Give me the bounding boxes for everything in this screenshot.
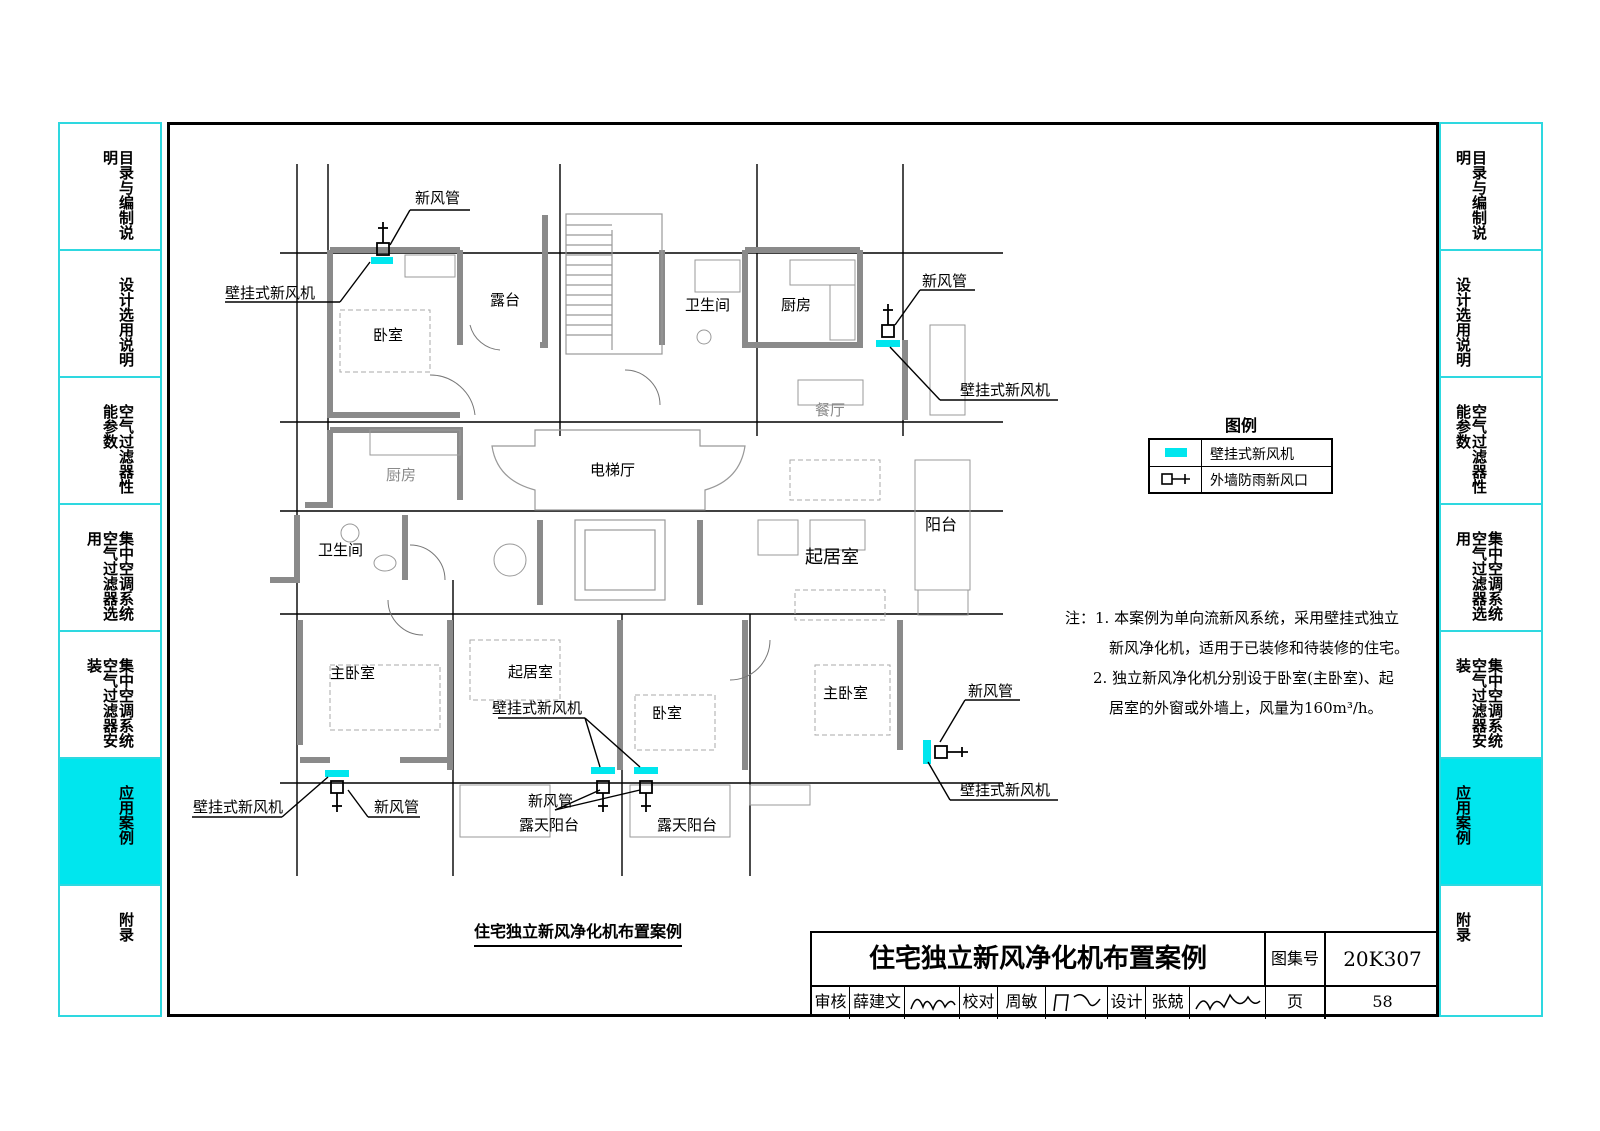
atlas-number: 20K307 xyxy=(1326,933,1439,987)
callout-labels: 新风管 壁挂式新风机 新风管 壁挂式新风机 壁挂式新风机 新风管 壁挂式新风机 … xyxy=(193,189,1050,816)
tab-filter-selection[interactable]: 集中空调系统空气过滤器选用 xyxy=(60,505,160,632)
tab-appendix[interactable]: 附录 xyxy=(1441,886,1541,1015)
room-label: 露台 xyxy=(490,291,520,309)
tab-label: 设计选用说明 xyxy=(1454,277,1472,367)
wall-unit-label: 壁挂式新风机 xyxy=(225,284,315,302)
fresh-air-pipe-label: 新风管 xyxy=(528,792,573,810)
tab-application-cases[interactable]: 应用案例 xyxy=(60,759,160,886)
room-label: 卧室 xyxy=(652,704,682,722)
door-swings xyxy=(387,324,771,681)
tab-contents[interactable]: 目录与编制说明 xyxy=(60,124,160,251)
tab-filter-install[interactable]: 集中空调系统空气过滤器安装 xyxy=(1441,632,1541,759)
legend-row: 壁挂式新风机 xyxy=(1150,440,1331,467)
room-label: 露天阳台 xyxy=(519,816,579,834)
review-label: 审核 xyxy=(812,987,850,1019)
room-label: 起居室 xyxy=(805,547,859,568)
fixtures xyxy=(340,254,971,838)
wall-unit-symbol xyxy=(1150,440,1202,466)
wall-unit-label: 壁挂式新风机 xyxy=(193,798,283,816)
drawing-frame xyxy=(167,122,1439,1017)
tab-filter-params[interactable]: 空气过滤器性能参数 xyxy=(1441,378,1541,505)
stair-core xyxy=(491,213,746,601)
right-tab-column: 目录与编制说明 设计选用说明 空气过滤器性能参数 集中空调系统空气过滤器选用 集… xyxy=(1439,122,1543,1017)
wall-fan-units xyxy=(325,257,931,777)
fresh-air-pipe-label: 新风管 xyxy=(922,272,967,290)
left-tab-column: 目录与编制说明 设计选用说明 空气过滤器性能参数 集中空调系统空气过滤器选用 集… xyxy=(58,122,162,1017)
tab-label: 附录 xyxy=(117,912,135,942)
room-label: 起居室 xyxy=(508,663,553,681)
tab-label: 集中空调系统空气过滤器安装 xyxy=(1454,658,1504,748)
legend-title: 图例 xyxy=(1225,416,1258,435)
room-label: 主卧室 xyxy=(330,664,375,682)
tab-label: 目录与编制说明 xyxy=(101,150,135,240)
legend-label: 外墙防雨新风口 xyxy=(1210,473,1308,489)
fresh-air-pipe-label: 新风管 xyxy=(374,798,419,816)
tab-label: 空气过滤器性能参数 xyxy=(1454,404,1488,494)
page-number: 58 xyxy=(1372,992,1393,1011)
tab-contents[interactable]: 目录与编制说明 xyxy=(1441,124,1541,251)
tab-label: 应用案例 xyxy=(117,785,135,845)
note-line: 新风净化机，适用于已装修和待装修的住宅。 xyxy=(1109,639,1410,657)
checker-signature xyxy=(1046,987,1108,1019)
tab-label: 设计选用说明 xyxy=(117,277,135,367)
leader-lines xyxy=(192,209,1058,818)
design-notes: 注：1. 本案例为单向流新风系统，采用壁挂式独立 新风净化机，适用于已装修和待装… xyxy=(1065,603,1409,723)
tab-label: 应用案例 xyxy=(1454,785,1472,845)
room-label: 卧室 xyxy=(373,326,403,344)
tab-application-cases[interactable]: 应用案例 xyxy=(1441,759,1541,886)
title-block: 住宅独立新风净化机布置案例 图集号 20K307 审核 薛建文 校对 周敏 设计… xyxy=(810,931,1439,1019)
wall-unit-label: 壁挂式新风机 xyxy=(960,381,1050,399)
furniture xyxy=(329,309,891,751)
room-labels: 卧室 露台 厨房 卫生间 卫生间 厨房 餐厅 电梯厅 起居室 阳台 主卧室 起居… xyxy=(318,291,957,834)
note-line: 2. 独立新风净化机分别设于卧室(主卧室)、起 xyxy=(1093,669,1394,687)
rain-vent-icons xyxy=(330,222,968,812)
wall-unit-label: 壁挂式新风机 xyxy=(492,699,582,717)
designer-signature xyxy=(1190,987,1266,1019)
note-line: 注：1. 本案例为单向流新风系统，采用壁挂式独立 xyxy=(1065,609,1400,627)
tab-filter-install[interactable]: 集中空调系统空气过滤器安装 xyxy=(60,632,160,759)
tab-label: 集中空调系统空气过滤器选用 xyxy=(1454,531,1504,621)
fresh-air-pipe-label: 新风管 xyxy=(415,189,460,207)
reviewer-name: 薛建文 xyxy=(850,987,905,1019)
wall-unit-label: 壁挂式新风机 xyxy=(960,781,1050,799)
room-label: 厨房 xyxy=(386,466,416,484)
title-block-title: 住宅独立新风净化机布置案例 xyxy=(812,933,1266,987)
tab-filter-selection[interactable]: 集中空调系统空气过滤器选用 xyxy=(1441,505,1541,632)
room-label: 电梯厅 xyxy=(590,461,635,479)
tab-filter-params[interactable]: 空气过滤器性能参数 xyxy=(60,378,160,505)
room-label: 主卧室 xyxy=(823,684,868,702)
design-label: 设计 xyxy=(1108,987,1146,1019)
tab-label: 附录 xyxy=(1454,912,1472,942)
tab-appendix[interactable]: 附录 xyxy=(60,886,160,1015)
legend-label: 壁挂式新风机 xyxy=(1210,447,1294,463)
legend-row: 外墙防雨新风口 xyxy=(1150,466,1331,492)
check-label: 校对 xyxy=(960,987,998,1019)
note-line: 居室的外窗或外墙上，风量为160m³/h。 xyxy=(1109,699,1383,717)
room-label: 餐厅 xyxy=(815,401,845,419)
room-label: 厨房 xyxy=(781,296,811,314)
reviewer-signature xyxy=(905,987,960,1019)
fresh-air-pipe-label: 新风管 xyxy=(968,682,1013,700)
tab-design-notes[interactable]: 设计选用说明 xyxy=(60,251,160,378)
tab-label: 空气过滤器性能参数 xyxy=(101,404,135,494)
room-label: 卫生间 xyxy=(318,541,363,559)
rain-vent-icon xyxy=(1150,466,1202,492)
drawing-caption: 住宅独立新风净化机布置案例 xyxy=(474,918,683,947)
tab-design-notes[interactable]: 设计选用说明 xyxy=(1441,251,1541,378)
room-label: 卫生间 xyxy=(685,296,730,314)
tab-label: 目录与编制说明 xyxy=(1454,150,1488,240)
room-label: 阳台 xyxy=(925,515,957,534)
tab-label: 集中空调系统空气过滤器选用 xyxy=(85,531,135,621)
designer-name: 张兢 xyxy=(1146,987,1190,1019)
legend: 壁挂式新风机 外墙防雨新风口 xyxy=(1148,438,1333,494)
checker-name: 周敏 xyxy=(998,987,1046,1019)
page-label: 页 xyxy=(1266,987,1326,1019)
tab-label: 集中空调系统空气过滤器安装 xyxy=(85,658,135,748)
room-label: 露天阳台 xyxy=(657,816,717,834)
atlas-label: 图集号 xyxy=(1266,933,1326,987)
